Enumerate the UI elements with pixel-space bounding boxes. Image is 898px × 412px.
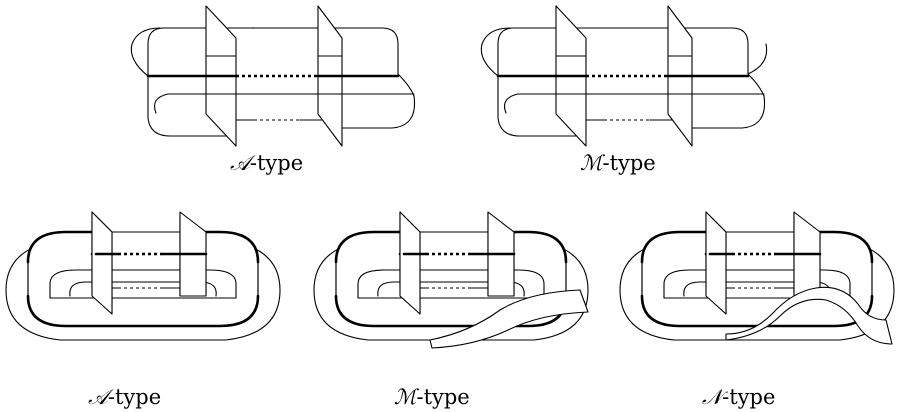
caption-bottom-mid: ℳ-type [394, 385, 470, 409]
bottom-right-figure [618, 210, 896, 345]
top-left-figure [130, 4, 416, 148]
top-right-figure [480, 4, 768, 148]
caption-top-right: ℳ-type [580, 151, 656, 175]
caption-bottom-left: 𝒜-type [88, 385, 161, 409]
bottom-mid-figure [312, 210, 590, 349]
caption-bottom-right: 𝒩-type [702, 385, 775, 409]
bottom-left-figure [4, 210, 282, 342]
caption-top-left: 𝒜-type [230, 151, 303, 175]
